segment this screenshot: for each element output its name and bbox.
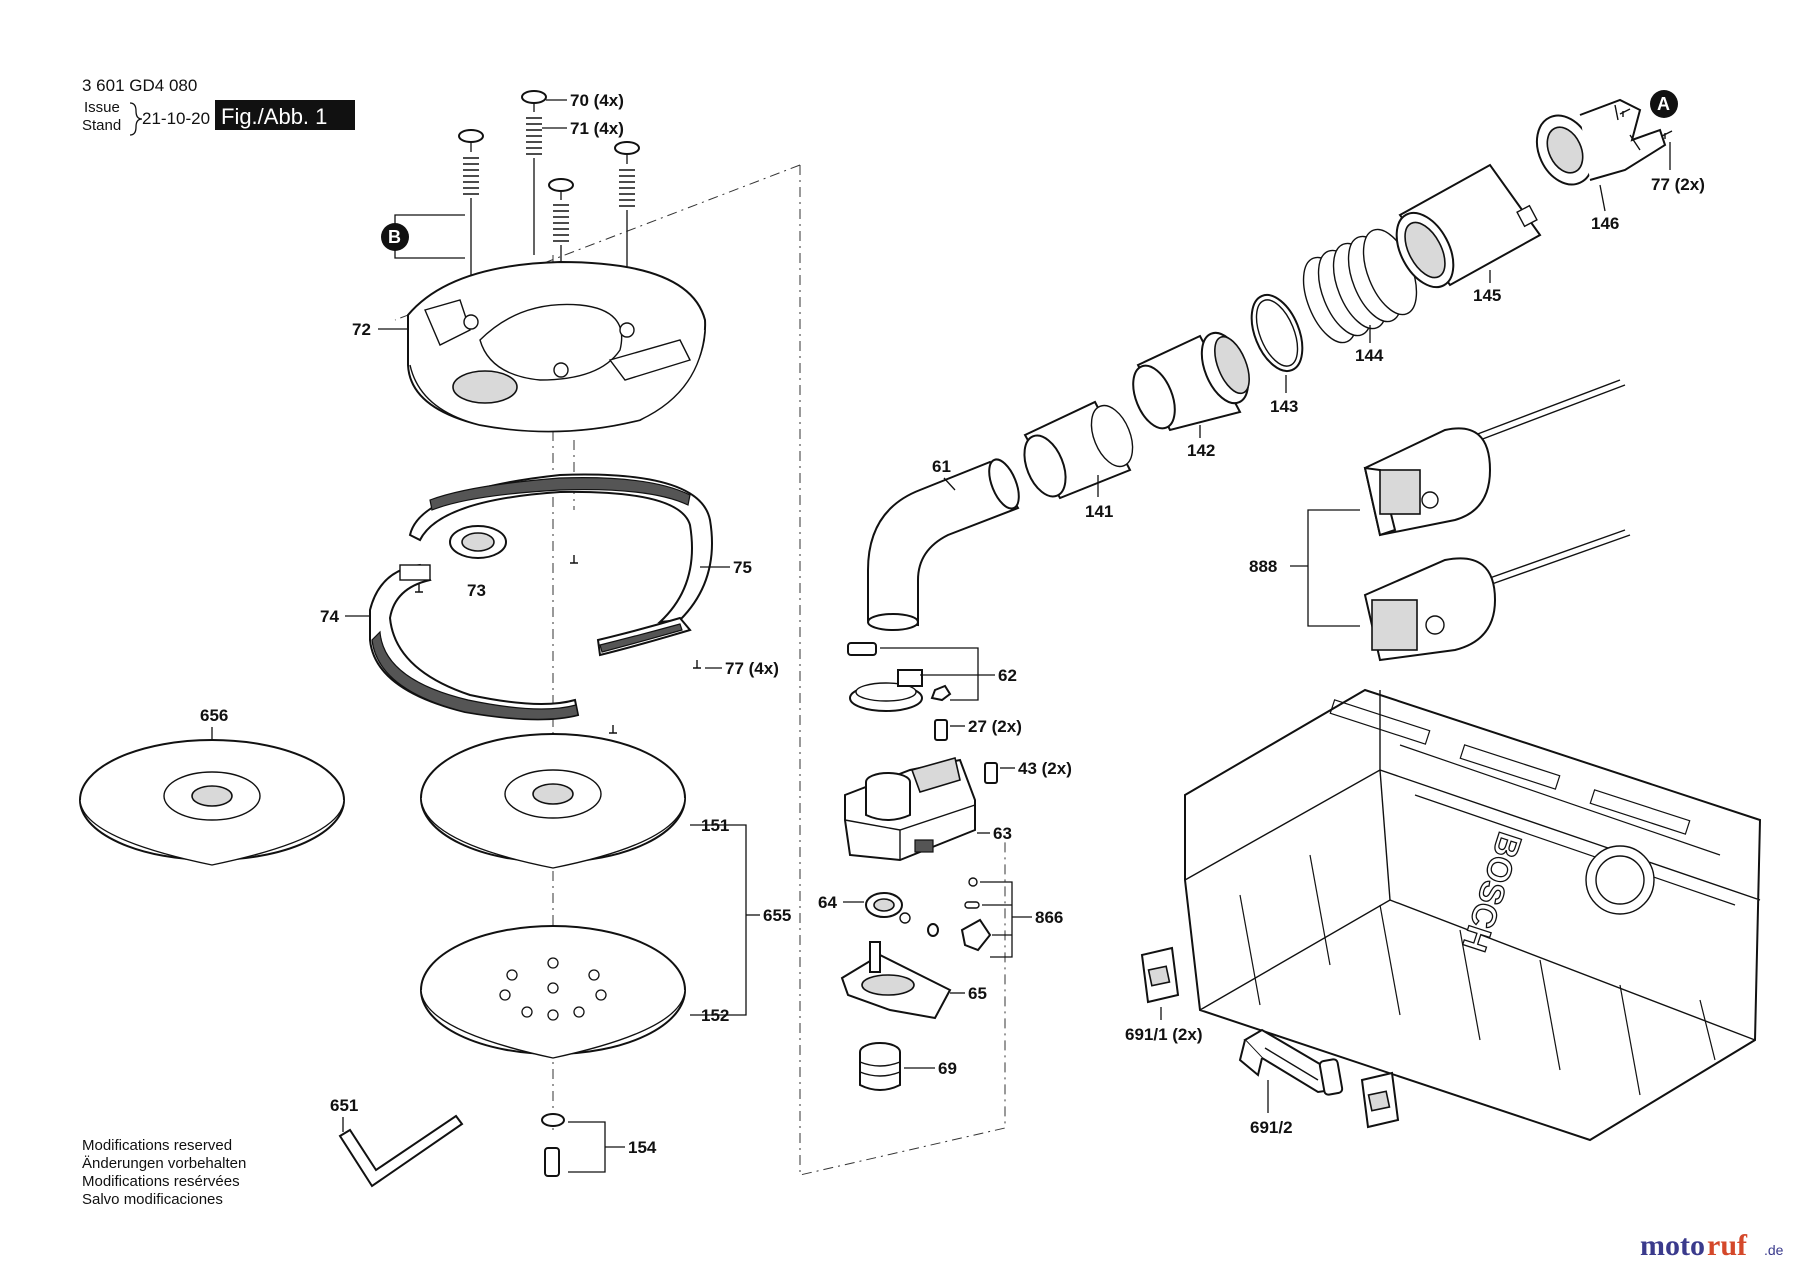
label-61: 61	[932, 457, 951, 476]
part-154-screw-set	[541, 1113, 565, 1177]
spring-icon	[463, 117, 635, 242]
callout-a: A	[1650, 90, 1678, 118]
badge-a: A	[1657, 94, 1670, 114]
callout-b: B	[381, 214, 465, 259]
label-651: 651	[330, 1096, 358, 1115]
label-691-2: 691/2	[1250, 1118, 1293, 1137]
label-656: 656	[200, 706, 228, 725]
label-72: 72	[352, 320, 371, 339]
label-142: 142	[1187, 441, 1215, 460]
figure-label-box	[215, 100, 355, 130]
part-143-o-ring	[1250, 294, 1304, 372]
part-63-connector-housing	[844, 757, 976, 862]
part-142-connector-tube	[1132, 331, 1250, 432]
part-888-hose-adapters	[1363, 379, 1631, 662]
screw-77-icons	[1619, 108, 1673, 139]
note-line: Modifications reserved	[82, 1137, 232, 1154]
screw-77-icons	[415, 555, 701, 734]
part-62-hose-clamp	[847, 642, 952, 712]
label-152: 152	[701, 1006, 729, 1025]
label-70: 70 (4x)	[570, 91, 624, 110]
label-143: 143	[1270, 397, 1298, 416]
part-74-brush-ring	[369, 563, 580, 721]
watermark-ruf: ruf	[1707, 1229, 1748, 1262]
part-69-threaded-adapter	[859, 1042, 901, 1091]
label-691-1: 691/1 (2x)	[1125, 1025, 1203, 1044]
note-line: Modifications resérvées	[82, 1173, 240, 1190]
label-151: 151	[701, 816, 729, 835]
stand-label: Stand	[82, 117, 121, 134]
watermark-moto: moto	[1640, 1229, 1705, 1262]
part-691-1-latch	[1140, 946, 1400, 1129]
label-62: 62	[998, 666, 1017, 685]
figure-label: Fig./Abb. 1	[221, 104, 327, 129]
part-75-brush-ring	[408, 473, 713, 657]
label-77a: 77 (4x)	[725, 659, 779, 678]
header-block: 3 601 GD4 080 Issue Stand 21-10-20 Fig./…	[82, 76, 355, 136]
issue-date: 21-10-20	[142, 109, 210, 128]
label-655: 655	[763, 906, 791, 925]
part-144-coil-spring	[1302, 228, 1418, 344]
label-145: 145	[1473, 286, 1501, 305]
label-888: 888	[1249, 557, 1277, 576]
badge-b-icon	[381, 223, 409, 251]
part-carrying-case: BOSCH	[1184, 688, 1762, 1142]
label-65: 65	[968, 984, 987, 1003]
label-73: 73	[467, 581, 486, 600]
part-691-2-handle	[1238, 1028, 1344, 1096]
part-61-elbow-hose	[867, 458, 1020, 631]
part-72-shroud	[407, 260, 707, 433]
label-75: 75	[733, 558, 752, 577]
part-145-sleeve	[1395, 163, 1542, 289]
label-64: 64	[818, 893, 837, 912]
part-146-coupling	[1535, 98, 1667, 186]
note-line: Salvo modificaciones	[82, 1191, 223, 1208]
modification-notes: Modifications reserved Änderungen vorbeh…	[82, 1137, 246, 1208]
part-73-ring-seal	[449, 525, 507, 559]
part-651-hex-key	[338, 1114, 464, 1188]
screw-27-icon	[934, 719, 948, 741]
screw-43-icon	[984, 762, 998, 784]
issue-label: Issue	[84, 99, 120, 116]
label-27: 27 (2x)	[968, 717, 1022, 736]
part-656-sanding-pad	[79, 739, 345, 866]
header-brace	[129, 102, 143, 136]
label-74: 74	[320, 607, 339, 626]
screws-and-springs: 70 (4x) 71 (4x)	[458, 90, 640, 350]
watermark-de: .de	[1764, 1242, 1784, 1258]
badge-a-icon	[1650, 90, 1678, 118]
label-146: 146	[1591, 214, 1619, 233]
label-866: 866	[1035, 908, 1063, 927]
label-71: 71 (4x)	[570, 119, 624, 138]
label-141: 141	[1085, 502, 1113, 521]
label-69: 69	[938, 1059, 957, 1078]
badge-b: B	[388, 227, 401, 247]
label-77b: 77 (2x)	[1651, 175, 1705, 194]
part-number: 3 601 GD4 080	[82, 76, 197, 95]
part-151-pad	[420, 733, 686, 869]
part-65-adapter-plate	[840, 941, 952, 1020]
part-64-lock-knob	[865, 892, 911, 924]
part-152-sanding-disc	[420, 925, 686, 1059]
label-63: 63	[993, 824, 1012, 843]
motoruf-watermark: moto ruf .de	[1640, 1229, 1784, 1262]
part-866-small-parts	[927, 877, 992, 952]
label-43: 43 (2x)	[1018, 759, 1072, 778]
note-line: Änderungen vorbehalten	[82, 1155, 246, 1172]
label-144: 144	[1355, 346, 1384, 365]
label-154: 154	[628, 1138, 657, 1157]
part-141-tube	[1023, 400, 1134, 500]
